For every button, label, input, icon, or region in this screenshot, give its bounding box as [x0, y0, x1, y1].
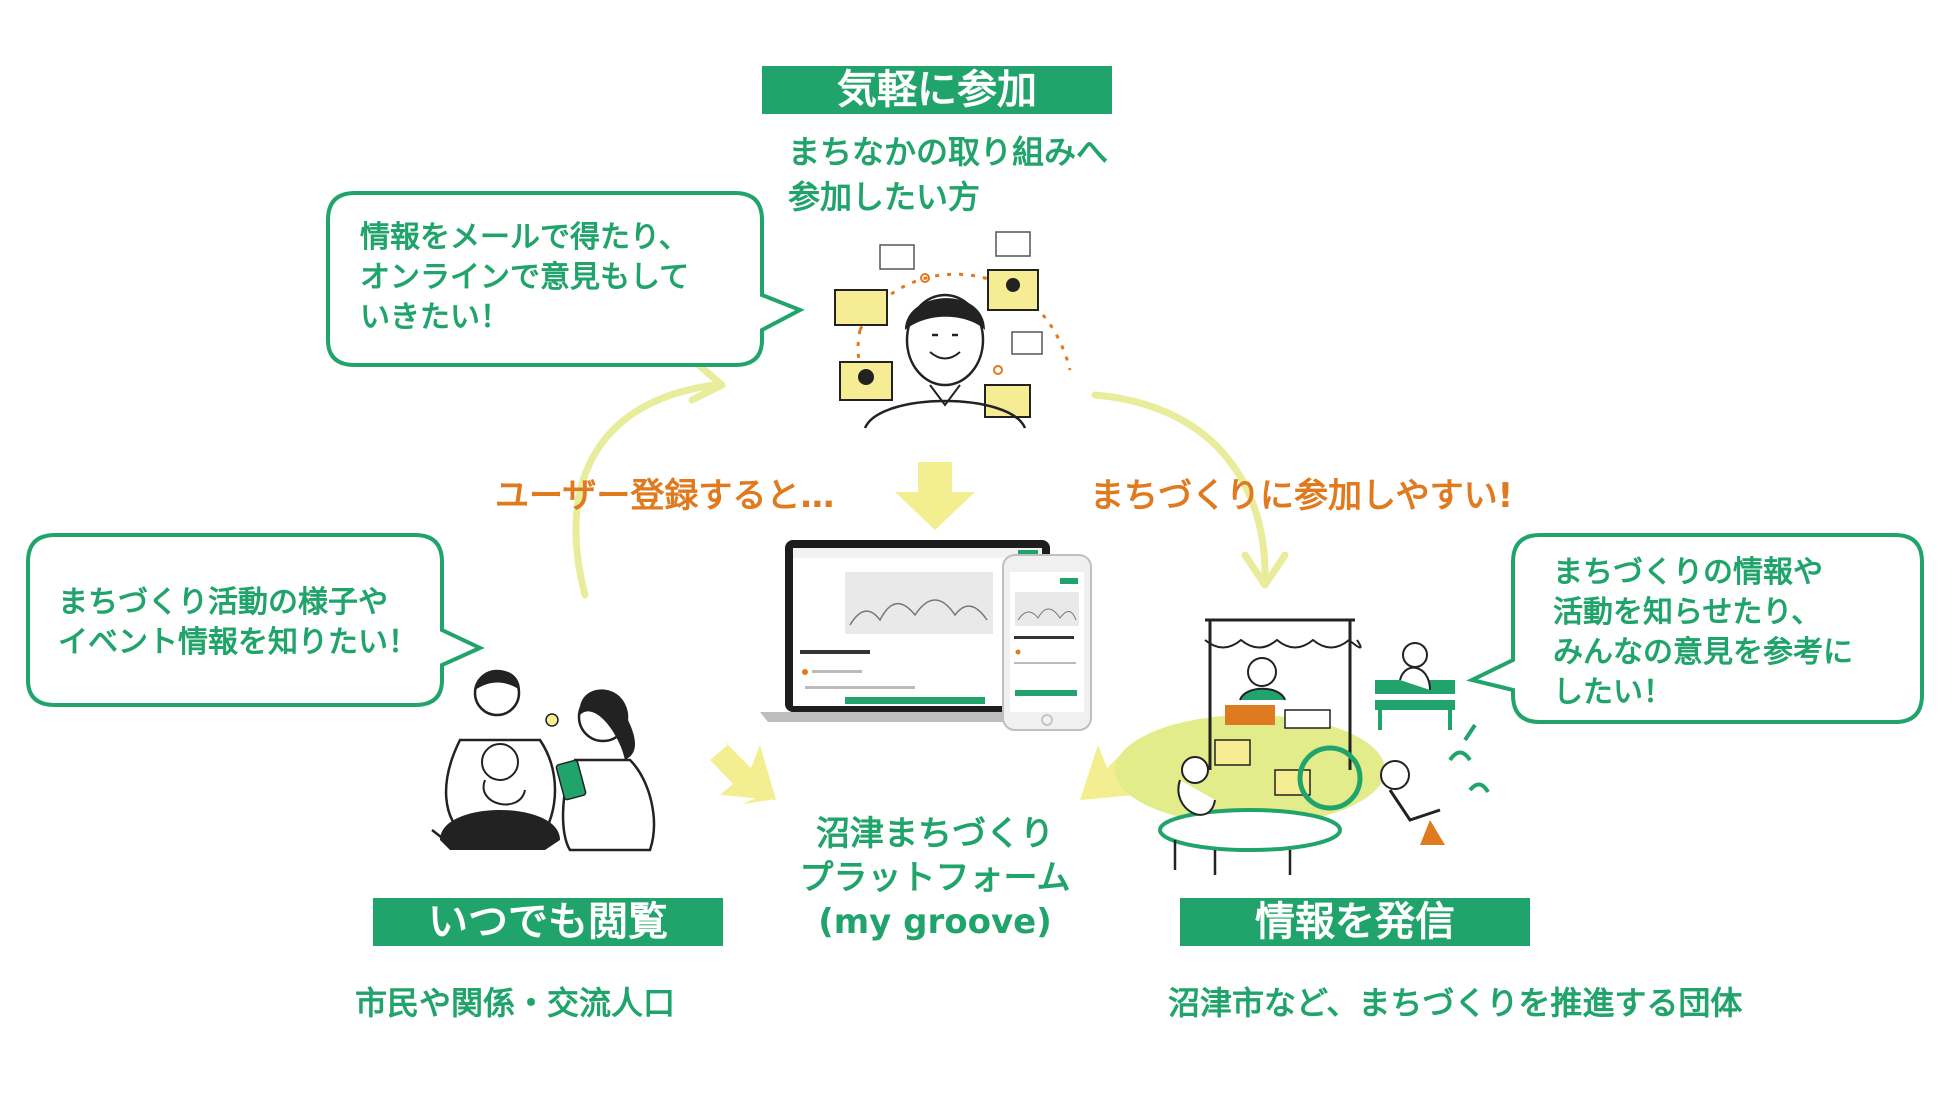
top-bubble-text: 情報をメールで得たり、 オンラインで意見もして いきたい！ [360, 218, 689, 338]
laptop-illustration [760, 540, 1075, 722]
down-arrow [895, 462, 975, 530]
top-person-illustration [834, 231, 1072, 429]
flow-left-text: ユーザー登録すると… [495, 476, 835, 516]
platform-name: 沼津まちづくり プラットフォーム (my groove) [740, 812, 1130, 944]
left-bubble-line: まちづくり活動の様子や [58, 585, 388, 620]
right-bubble-line: みんなの意見を参考に [1553, 635, 1853, 670]
right-bubble-line: したい！ [1553, 675, 1673, 710]
bubble-right [1466, 533, 1924, 724]
top-bubble-line: 情報をメールで得たり、 [360, 220, 689, 255]
left-desc: 市民や関係・交流人口 [355, 984, 676, 1022]
left-label: いつでも閲覧 [373, 898, 723, 946]
right-label: 情報を発信 [1180, 898, 1530, 946]
curve-arrow-right [1091, 391, 1269, 579]
platform-name-line3: (my groove) [818, 902, 1052, 942]
bubble-left [26, 533, 485, 707]
community-illustration [1115, 618, 1490, 875]
family-illustration [431, 669, 656, 852]
left-bubble-text: まちづくり活動の様子や イベント情報を知りたい！ [58, 583, 418, 663]
right-bubble-line: まちづくりの情報や [1553, 555, 1823, 590]
phone-illustration [1002, 554, 1092, 731]
platform-name-line1: 沼津まちづくり [816, 814, 1054, 854]
right-desc: 沼津市など、まちづくりを推進する団体 [1168, 984, 1743, 1022]
bubble-top [326, 191, 805, 367]
curve-arrow-right-head [1241, 551, 1289, 589]
diag-arrow-left-shape [710, 745, 776, 800]
top-desc-line2: 参加したい方 [788, 178, 981, 216]
top-label: 気軽に参加 [762, 66, 1112, 114]
flow-right-text: まちづくりに参加しやすい! [1090, 476, 1514, 516]
top-bubble-line: いきたい！ [360, 300, 510, 335]
right-bubble-line: 活動を知らせたり、 [1553, 595, 1822, 630]
curve-arrow-left [572, 381, 719, 599]
top-bubble-line: オンラインで意見もして [360, 260, 690, 295]
right-bubble-text: まちづくりの情報や 活動を知らせたり、 みんなの意見を参考に したい！ [1553, 553, 1853, 713]
left-bubble-line: イベント情報を知りたい！ [58, 625, 418, 660]
curve-arrow-left-head [688, 358, 726, 404]
platform-name-line2: プラットフォーム [799, 858, 1071, 898]
top-desc-line1: まちなかの取り組みへ [788, 133, 1109, 171]
